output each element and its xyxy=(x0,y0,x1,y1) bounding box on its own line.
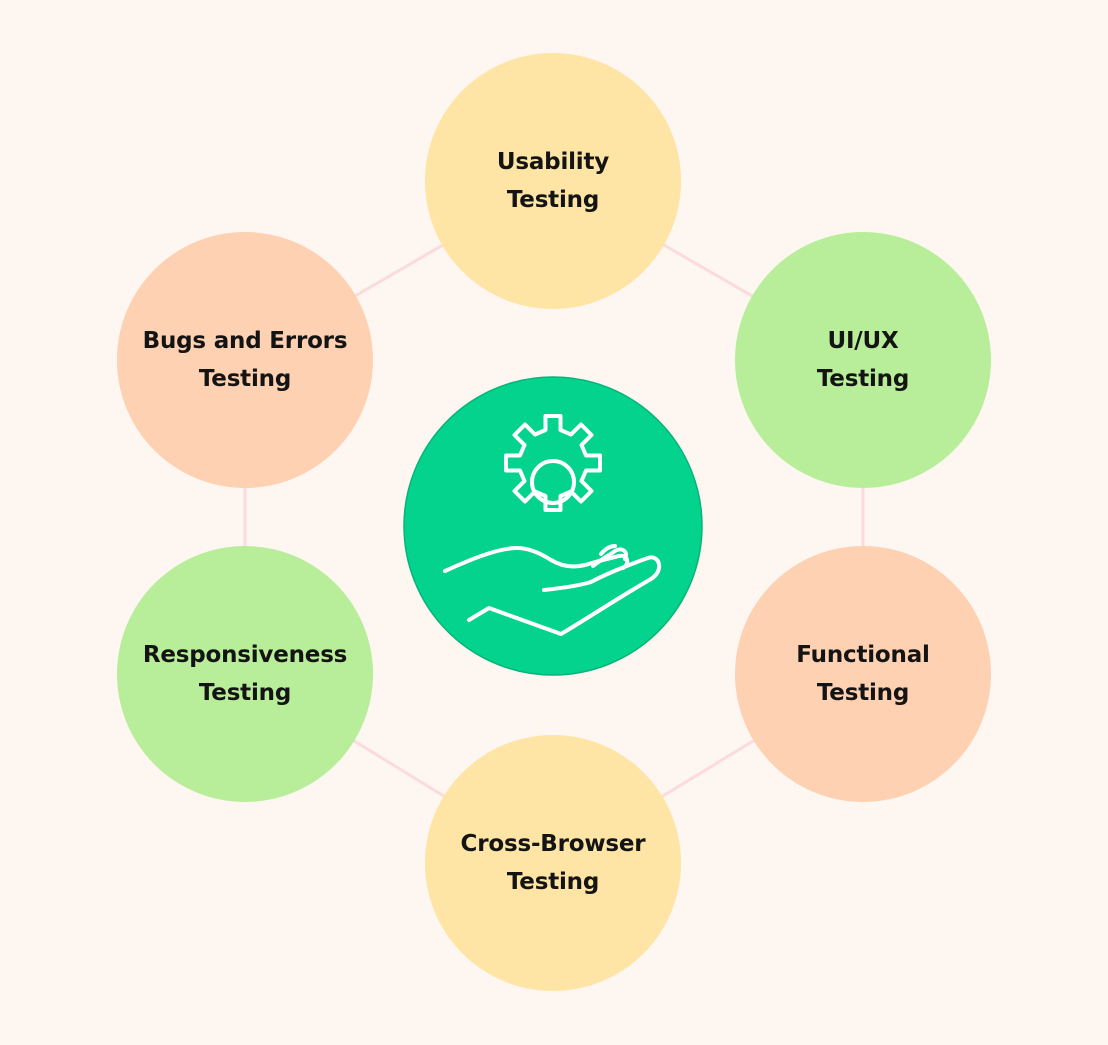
node-functional-testing: Functional Testing xyxy=(735,546,991,802)
node-label-line2: Testing xyxy=(506,187,600,213)
node-responsiveness-testing: Responsiveness Testing xyxy=(117,546,373,802)
thumb-outline-icon xyxy=(542,580,593,592)
node-label-line2: Testing xyxy=(816,680,910,706)
central-hub xyxy=(403,376,703,676)
node-label-line2: Testing xyxy=(198,366,292,392)
node-uiux-testing: UI/UX Testing xyxy=(735,232,991,488)
node-label: Functional Testing xyxy=(796,636,930,712)
gear-hub-icon xyxy=(530,459,576,505)
node-label-line1: Bugs and Errors xyxy=(142,328,348,354)
palm-outline-icon xyxy=(443,546,630,573)
node-label-line2: Testing xyxy=(198,680,292,706)
node-label: Responsiveness Testing xyxy=(142,636,348,712)
node-cross-browser-testing: Cross-Browser Testing xyxy=(425,735,681,991)
node-label-line1: Functional xyxy=(796,642,930,668)
hub-circle xyxy=(403,376,703,676)
node-label: UI/UX Testing xyxy=(817,322,909,398)
node-bugs-and-errors-testing: Bugs and Errors Testing xyxy=(117,232,373,488)
node-label-line1: UI/UX xyxy=(827,328,899,354)
hand-holding-gear-icon xyxy=(403,376,703,676)
node-label-line2: Testing xyxy=(506,869,600,895)
node-label: Cross-Browser Testing xyxy=(461,825,646,901)
node-label: Usability Testing xyxy=(497,143,609,219)
node-label-line2: Testing xyxy=(816,366,910,392)
node-label-line1: Usability xyxy=(496,149,610,175)
gear-outline-icon xyxy=(504,414,602,512)
node-usability-testing: Usability Testing xyxy=(425,53,681,309)
fingers-outline-icon xyxy=(467,544,662,636)
node-label-line1: Responsiveness xyxy=(142,642,348,668)
node-label: Bugs and Errors Testing xyxy=(143,322,348,398)
node-label-line1: Cross-Browser xyxy=(460,831,646,857)
